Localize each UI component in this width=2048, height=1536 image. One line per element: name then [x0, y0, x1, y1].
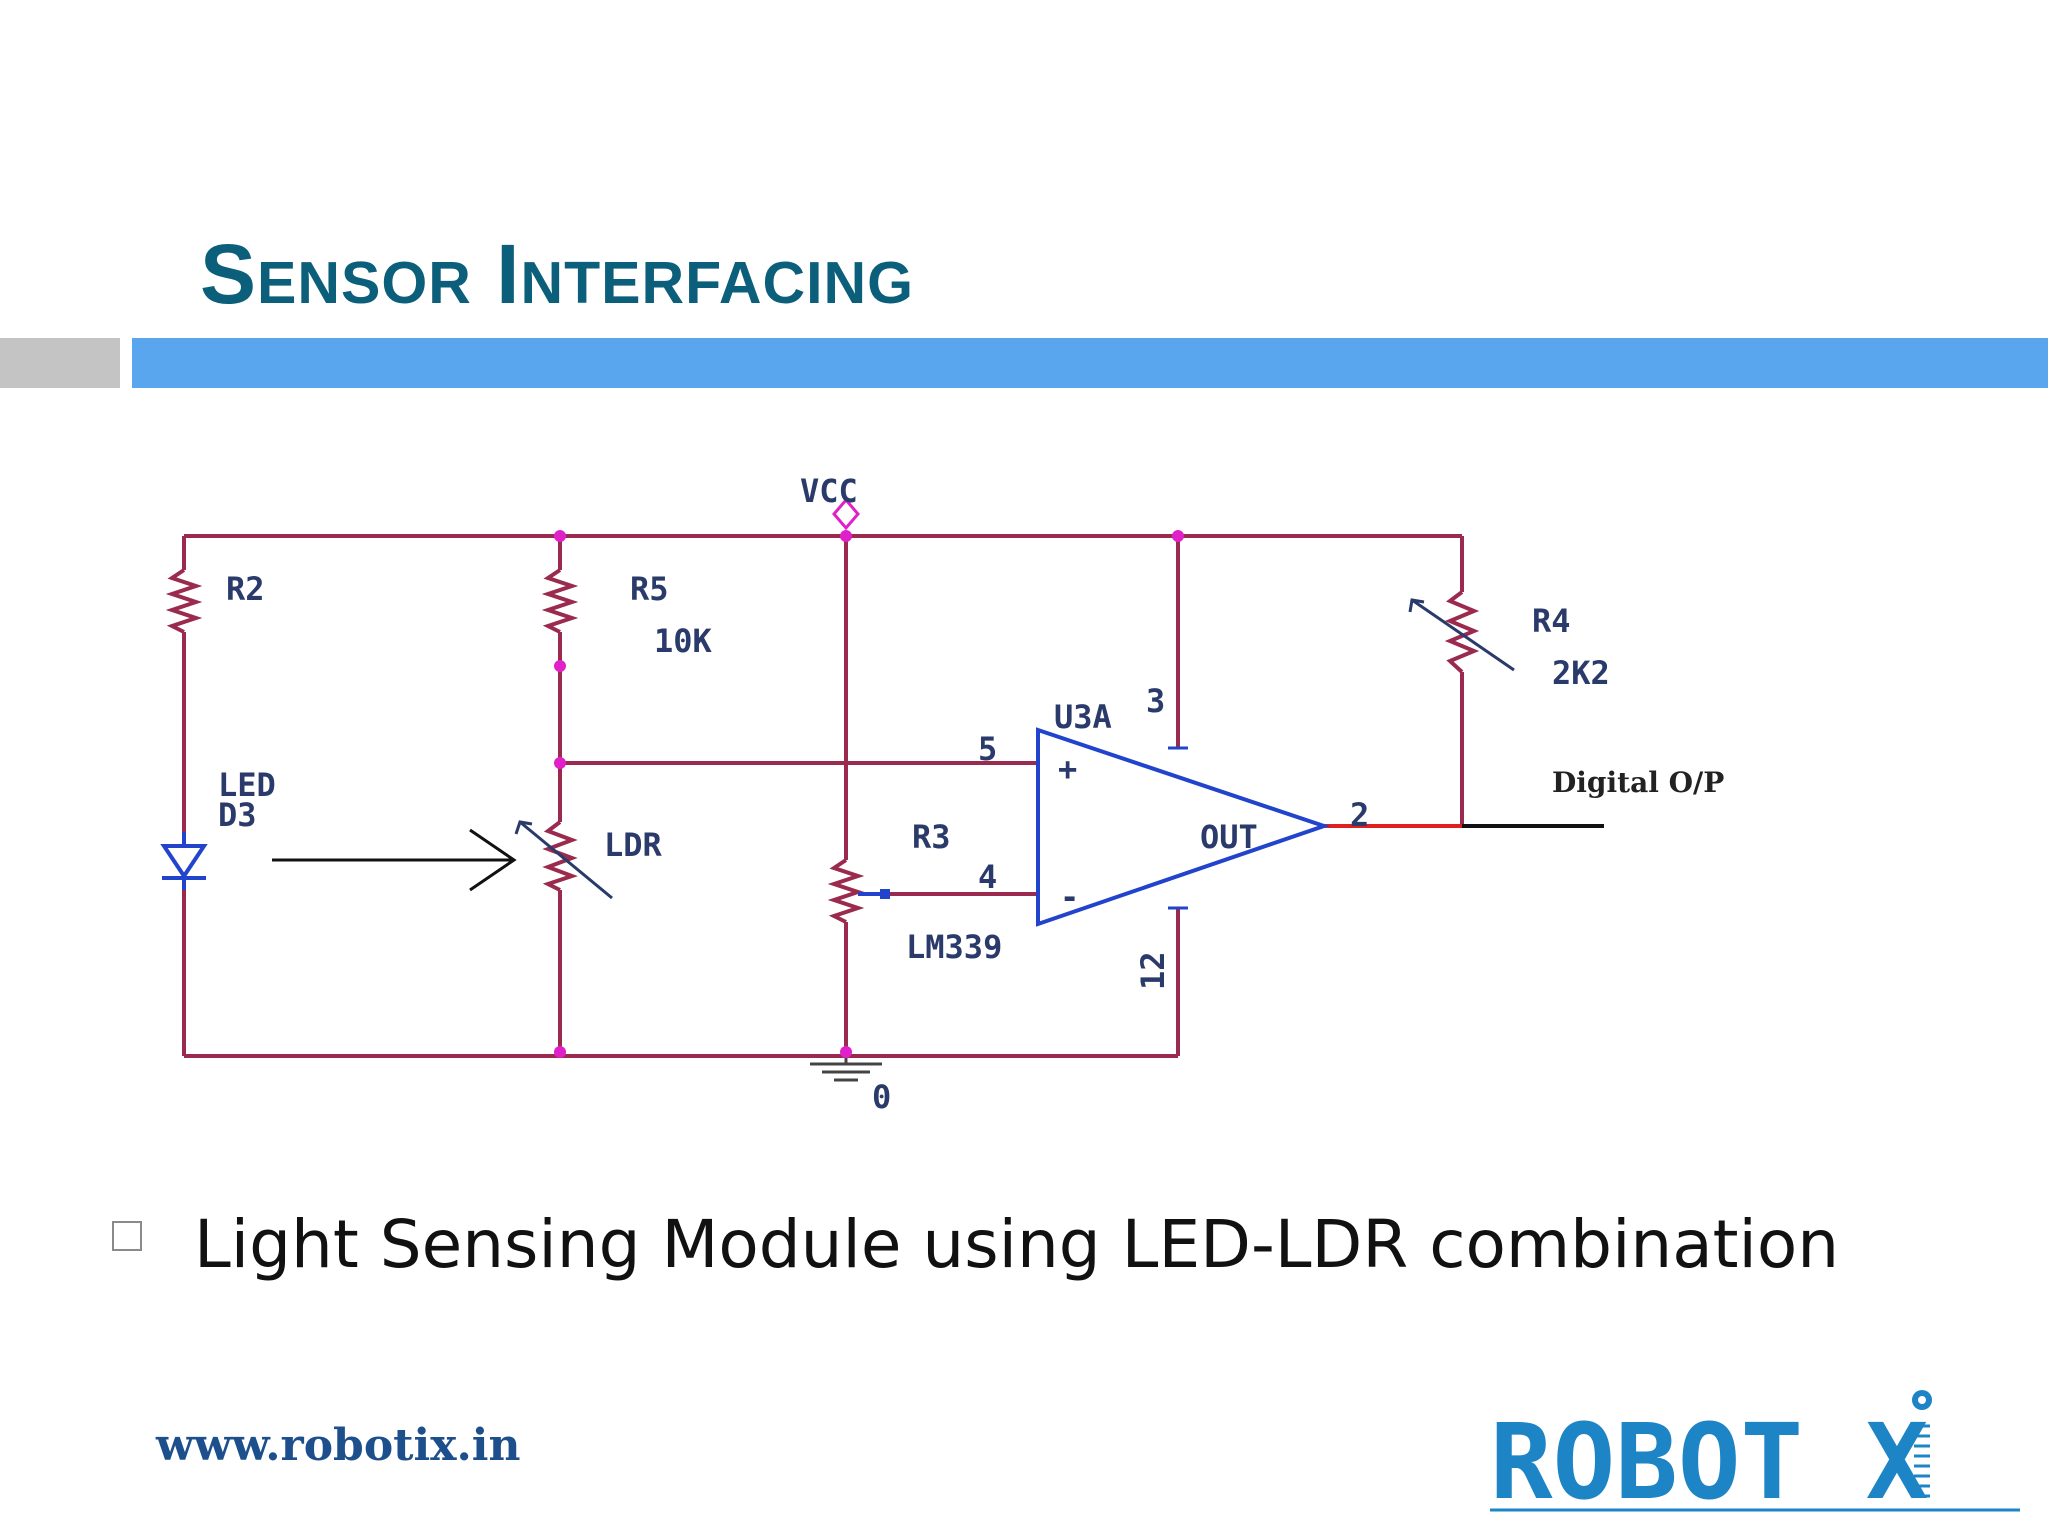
label-out: OUT [1200, 818, 1258, 856]
ground-symbol [810, 1056, 882, 1082]
label-r5: R5 [630, 570, 669, 608]
title-divider-blue [132, 338, 2048, 388]
label-ldr: LDR [604, 826, 663, 864]
resistor-ldr [542, 820, 578, 892]
label-pin3: 3 [1146, 682, 1165, 720]
title-divider-gray [0, 338, 120, 388]
label-pin5: 5 [978, 730, 997, 768]
led-diode [160, 832, 208, 890]
gear-icon [1912, 1390, 1932, 1410]
label-pin2: 2 [1350, 796, 1369, 834]
label-ground: 0 [872, 1078, 891, 1116]
resistor-r4 [1444, 590, 1480, 674]
label-pin4: 4 [978, 858, 997, 896]
label-vcc: VCC [800, 472, 858, 510]
label-pin12: 12 [1134, 951, 1172, 990]
label-led-ref: D3 [218, 796, 257, 834]
label-opamp-part: LM339 [906, 928, 1002, 966]
robotix-logo: ROBOT X [1490, 1390, 2020, 1518]
label-r3: R3 [912, 818, 951, 856]
label-digital-output: Digital O/P [1552, 766, 1724, 799]
logo-text: ROBOT X [1490, 1401, 1928, 1518]
resistor-r2 [165, 568, 203, 634]
junction-nodes [554, 530, 1184, 1058]
label-plus: + [1058, 750, 1077, 788]
footer-url: www.robotix.in [156, 1420, 521, 1471]
label-r4: R4 [1532, 602, 1571, 640]
wires [182, 534, 1464, 1058]
resistor-r3 [827, 858, 865, 924]
light-arrow [272, 828, 517, 892]
bullet-list-item: Light Sensing Module using LED-LDR combi… [112, 1212, 1839, 1278]
label-r4-value: 2K2 [1552, 654, 1610, 692]
label-opamp-ref: U3A [1054, 698, 1112, 736]
bullet-square-icon [112, 1221, 142, 1251]
label-minus: - [1060, 878, 1079, 916]
slide-title: Sensor Interfacing [200, 227, 915, 321]
label-r2: R2 [226, 570, 265, 608]
label-r5-value: 10K [654, 622, 713, 660]
comparator-lm339 [1036, 727, 1331, 927]
resistor-r5 [541, 568, 579, 634]
vcc-symbol [832, 497, 860, 531]
label-led: LED [218, 766, 276, 804]
bullet-text: Light Sensing Module using LED-LDR combi… [194, 1206, 1840, 1283]
